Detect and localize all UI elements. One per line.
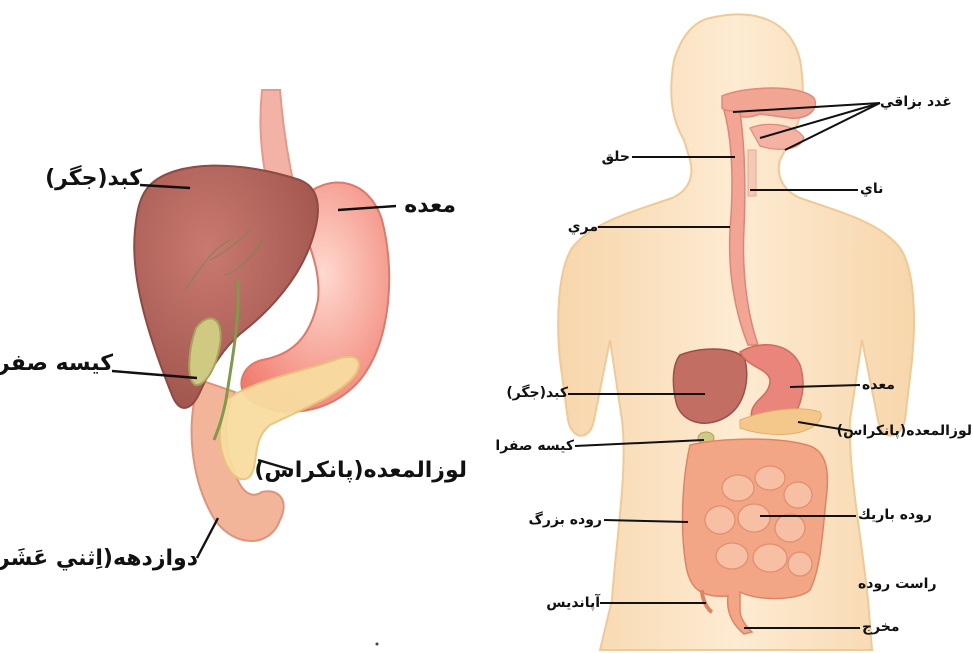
label-left-gallbladder: كيسه صفرا xyxy=(5,353,113,375)
label-right-stomach: معده xyxy=(862,378,912,392)
label-right-pancreas: لوزالمعده(پانكراس) xyxy=(852,424,972,438)
label-esophagus: مري xyxy=(558,220,598,234)
label-small-intestine: روده باريك xyxy=(858,508,968,522)
label-right-liver: كبد(جگر) xyxy=(480,386,568,400)
label-salivary-glands: غدد بزاقي xyxy=(880,95,968,109)
label-left-stomach: معده xyxy=(396,195,456,217)
label-left-duodenum: دوازدهه(اِثني عَشَر) xyxy=(12,548,198,570)
label-large-intestine: روده بزرگ xyxy=(506,513,602,527)
label-left-liver: كبد(جگر) xyxy=(38,168,142,190)
label-left-pancreas: لوزالمعده(پانكراس) xyxy=(292,460,467,482)
label-anus: مخرج xyxy=(862,620,922,634)
label-pharynx: حلق xyxy=(590,150,630,164)
label-trachea: ناي xyxy=(860,182,900,196)
label-rectum: راست روده xyxy=(858,577,958,591)
label-right-gallbladder: كيسه صفرا xyxy=(482,439,574,453)
leader-left-duodenum xyxy=(197,518,218,558)
label-appendix: آپانديس xyxy=(518,596,600,610)
right-body-illustration xyxy=(558,14,914,650)
